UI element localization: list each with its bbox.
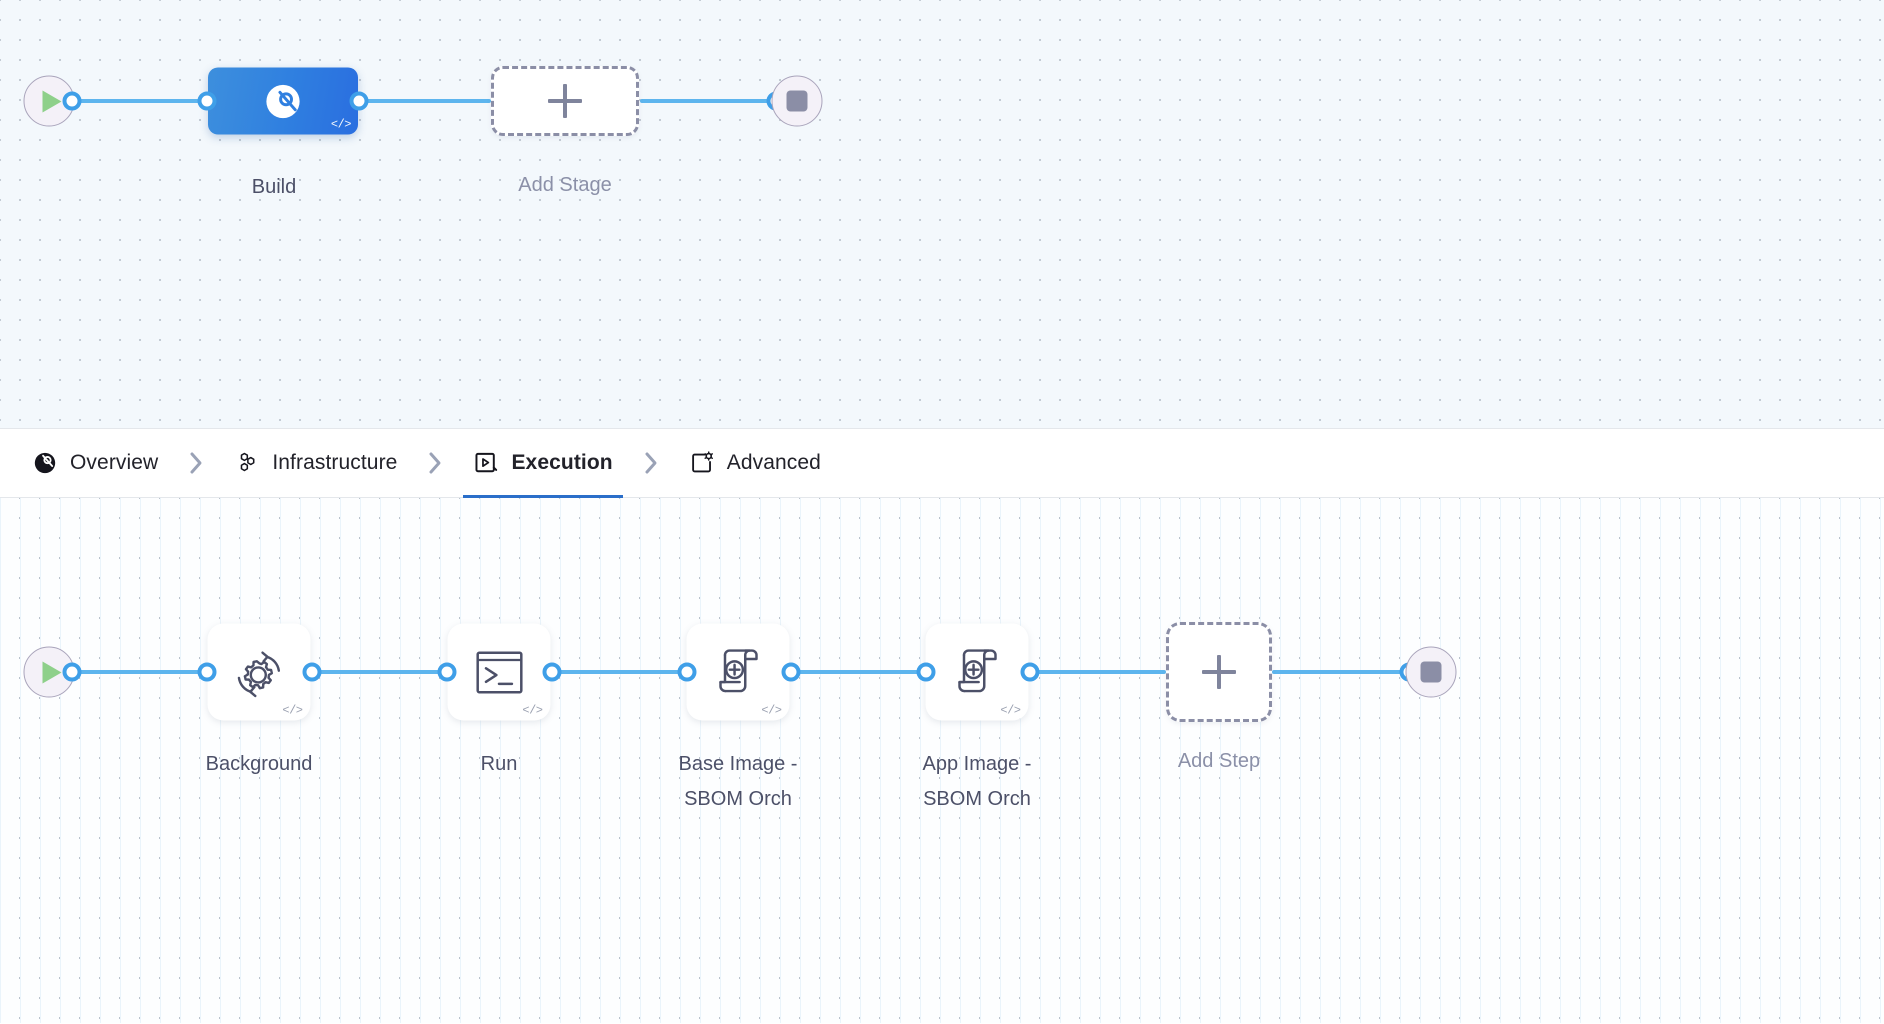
plus-icon <box>548 84 582 118</box>
add-stage-button[interactable] <box>491 66 639 136</box>
overview-pie-icon <box>34 452 56 474</box>
step-node-base-image-sbom-orch[interactable]: </> <box>686 623 790 721</box>
step-node-base-image-sbom-orch-label: Base Image - SBOM Orch <box>678 753 798 810</box>
step-node-run[interactable]: </> <box>447 623 551 721</box>
hexagon-cluster-icon <box>241 452 255 472</box>
step-execution-canvas[interactable]: </> Background </> Run </> Ba <box>0 498 1884 1023</box>
tab-separator-3 <box>623 449 679 477</box>
step-start-output-port[interactable] <box>62 662 82 682</box>
tab-infrastructure-label: Infrastructure <box>272 451 398 474</box>
step-edge-addstep-to-end <box>1272 670 1409 674</box>
play-icon <box>42 90 62 112</box>
step-node-background[interactable]: </> <box>207 623 311 721</box>
execution-end-node[interactable] <box>1405 646 1457 698</box>
tab-overview-label: Overview <box>70 451 159 474</box>
code-badge-icon: </> <box>1000 703 1021 718</box>
step-run-output-port[interactable] <box>542 662 562 682</box>
step-edge-background-to-run <box>312 670 447 674</box>
stage-start-output-port[interactable] <box>62 91 82 111</box>
code-badge-icon: </> <box>761 703 782 718</box>
code-badge-icon: </> <box>330 117 352 132</box>
step-app-image-input-port[interactable] <box>916 662 936 682</box>
add-step-button[interactable] <box>1166 622 1272 722</box>
stage-node-build-label: Build <box>251 176 297 198</box>
step-edge-appimage-to-addstep <box>1030 670 1166 674</box>
plus-icon <box>1202 655 1236 689</box>
tab-overview[interactable]: Overview <box>22 428 168 498</box>
stop-icon <box>786 90 808 112</box>
code-badge-icon: </> <box>522 703 543 718</box>
add-stage-label: Add Stage <box>518 174 612 196</box>
execution-play-icon <box>475 452 498 473</box>
step-edge-run-to-baseimage <box>552 670 687 674</box>
add-step-label: Add Step <box>1177 750 1261 772</box>
tab-separator-1 <box>168 449 224 477</box>
stage-edge-addstage-to-end <box>640 99 777 103</box>
scroll-plus-icon <box>718 648 758 692</box>
harness-ci-icon <box>266 84 300 118</box>
gear-refresh-icon <box>237 650 280 697</box>
step-run-input-port[interactable] <box>437 662 457 682</box>
tab-advanced-label: Advanced <box>726 451 821 474</box>
step-node-app-image-sbom-orch-label: App Image - SBOM Orch <box>922 753 1032 810</box>
step-node-run-label: Run <box>480 753 518 775</box>
stage-edge-start-to-build <box>72 99 207 103</box>
step-edge-baseimage-to-appimage <box>791 670 926 674</box>
pipeline-end-node[interactable] <box>771 75 823 127</box>
step-node-background-label: Background <box>205 753 313 775</box>
stage-edge-build-to-addstage <box>359 99 491 103</box>
terminal-icon <box>475 651 523 693</box>
step-app-image-output-port[interactable] <box>1020 662 1040 682</box>
advanced-gear-icon <box>691 451 713 473</box>
stage-config-tabbar: Overview Infrastructure Execution <box>0 428 1884 499</box>
code-badge-icon: </> <box>282 703 303 718</box>
stage-build-input-port[interactable] <box>197 91 217 111</box>
stage-build-output-port[interactable] <box>349 91 369 111</box>
scroll-plus-icon <box>957 648 997 692</box>
stop-icon <box>1420 661 1442 683</box>
step-base-image-input-port[interactable] <box>677 662 697 682</box>
chevron-right-icon <box>429 452 441 474</box>
tab-infrastructure[interactable]: Infrastructure <box>224 428 407 498</box>
step-background-input-port[interactable] <box>197 662 217 682</box>
stage-node-build[interactable]: </> <box>208 67 358 135</box>
tab-execution[interactable]: Execution <box>463 428 623 499</box>
chevron-right-icon <box>645 452 657 474</box>
play-icon <box>42 661 62 683</box>
step-node-app-image-sbom-orch[interactable]: </> <box>925 623 1029 721</box>
tab-execution-label: Execution <box>511 451 613 474</box>
step-background-output-port[interactable] <box>302 662 322 682</box>
chevron-right-icon <box>190 452 202 474</box>
stage-pipeline-canvas[interactable]: </> Build Add Stage <box>0 0 1884 428</box>
step-edge-start-to-background <box>72 670 207 674</box>
tab-advanced[interactable]: Advanced <box>679 428 831 498</box>
tab-separator-2 <box>407 449 463 477</box>
step-base-image-output-port[interactable] <box>781 662 801 682</box>
